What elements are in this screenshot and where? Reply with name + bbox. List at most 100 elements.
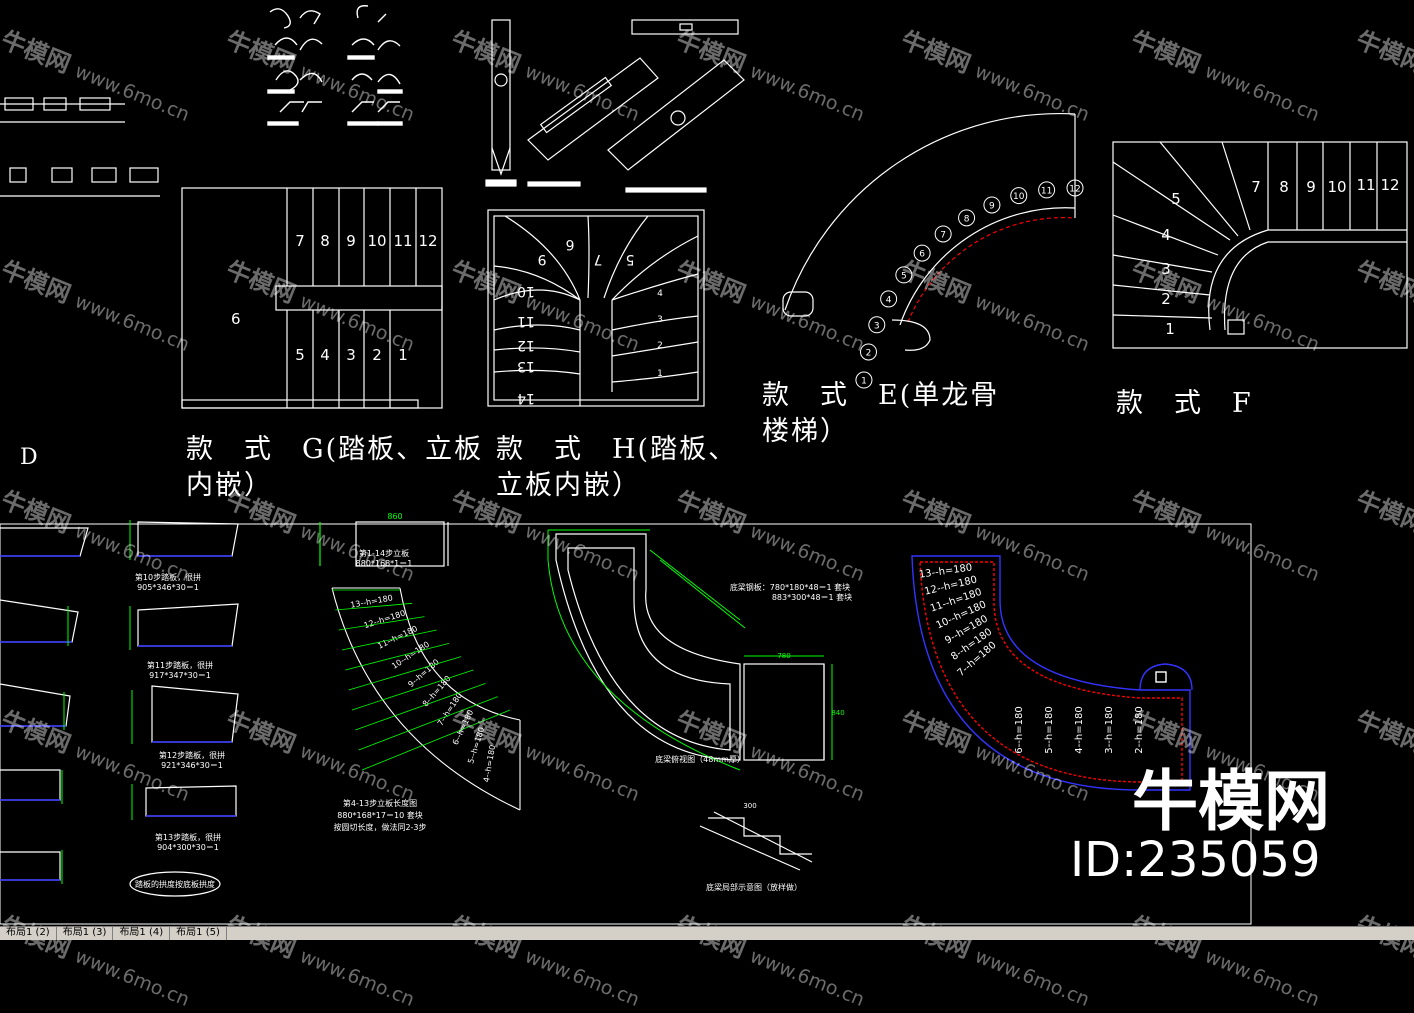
riser-fan-step-line (341, 629, 437, 651)
style-g-landing-label: 6 (231, 310, 241, 328)
stringer-section-label: 底梁局部示意图（放样做） (706, 882, 802, 892)
style-h-step-number: 12 (517, 337, 535, 353)
style-f-step-number: 12 (1380, 176, 1399, 194)
riser-detail (319, 521, 449, 567)
layout-tab[interactable]: 布局1 (4) (113, 927, 171, 940)
watermark-url: www.6mo.cn (971, 945, 1093, 1012)
riser-fan-step-line (335, 602, 413, 611)
style-g-step-number: 8 (320, 232, 330, 250)
style-f-step-number: 11 (1356, 176, 1375, 194)
style-h-step-number: 10 (517, 283, 535, 299)
style-e-step-bubble (913, 244, 931, 262)
dim-840: 840 (831, 709, 844, 717)
watermark-url: www.6mo.cn (746, 945, 868, 1012)
style-f-step-number: 1 (1165, 320, 1175, 338)
style-h-step-number: 1 (657, 369, 663, 379)
style-h-step-number: 7 (594, 251, 603, 267)
stringer-spec1: 底梁钢板：780*180*48＝1 套块 (730, 582, 850, 592)
style-e-step-number: 8 (964, 214, 970, 224)
layout-tab-bar: 布局1 (2)布局1 (3)布局1 (4)布局1 (5) (0, 926, 1414, 940)
style-e-step-number: 1 (861, 377, 867, 387)
riser-fan-step-line (338, 616, 425, 631)
riser-fan (331, 587, 521, 811)
style-e-step-bubble (880, 290, 898, 308)
style-h-step-number: 3 (657, 315, 663, 325)
layout-tab[interactable]: 布局1 (5) (170, 927, 227, 940)
layout-tab[interactable]: 布局1 (2) (0, 927, 57, 940)
style-e-step-number: 7 (940, 230, 946, 240)
tread11-dim: 917*347*30＝1 (149, 671, 211, 680)
stringer-plan-green (547, 529, 833, 771)
style-f-step-number: 10 (1327, 178, 1346, 196)
dim-300: 300 (743, 802, 756, 810)
riser-fan-step-label: 4--h=180 (482, 744, 497, 783)
style-e-step-bubble (983, 196, 1001, 214)
dim-860: 860 (387, 512, 402, 521)
color-stair-step-label: 2--h=180 (1134, 706, 1145, 753)
detail-frame (0, 523, 1252, 925)
color-stair-step-label: 3--h=180 (1104, 706, 1115, 753)
riser-fan-step-line (358, 696, 498, 751)
tread10-dim: 905*346*30＝1 (137, 583, 199, 592)
style-g-step-number: 10 (367, 232, 386, 250)
stringer-plan-label: 底梁俯视图（48mm厚） (655, 754, 745, 764)
baluster-panels (485, 19, 745, 193)
style-g-step-number: 11 (393, 232, 412, 250)
style-e-step-bubble (1038, 181, 1056, 199)
style-e-step-bubble (855, 371, 873, 389)
color-stair-step-label: 5--h=180 (1044, 706, 1055, 753)
color-stair-steps: 13--h=18012--h=18011--h=18010--h=1809--h… (918, 562, 1145, 753)
style-e-step-number: 2 (866, 348, 872, 358)
watermark-url: www.6mo.cn (71, 945, 193, 1012)
tread10-label: 第10步踏板，很拼 (135, 572, 201, 582)
riser-fan-step-label: 6--h=180 (451, 708, 475, 746)
caption-style-d: D (20, 445, 40, 470)
caption-style-g: 款 式 G(踏板、立板 内嵌） (186, 434, 484, 501)
caption-style-e: 款 式 E(单龙骨 楼梯） (762, 380, 1000, 447)
style-h-step-number: 9 (538, 251, 547, 267)
riser-fan-step-line (355, 682, 486, 731)
style-g-step-number: 3 (346, 346, 356, 364)
style-e-step-number: 6 (919, 250, 925, 260)
style-f-step-number: 2 (1161, 290, 1171, 308)
style-e-step-number: 9 (989, 201, 995, 211)
style-g-step-number: 4 (320, 346, 330, 364)
style-f-step-number: 3 (1161, 260, 1171, 278)
style-e-step-number: 4 (886, 295, 892, 305)
style-e-step-bubble (1066, 179, 1084, 197)
tread-detail-blue (0, 555, 236, 881)
riser-dim: 880*168*1＝1 (356, 559, 413, 568)
riser-fan-step-label: 12--h=180 (363, 609, 407, 631)
riser-plan-dim: 880*168*17＝10 套块 (337, 810, 422, 820)
riser-plan-label: 第4-13步立板长度图 (343, 798, 417, 808)
style-e-step-bubble (934, 225, 952, 243)
style-g-step-number: 12 (418, 232, 437, 250)
style-f-step-number: 5 (1171, 190, 1181, 208)
style-g-step-number: 9 (346, 232, 356, 250)
style-h-plan (487, 209, 705, 407)
layout-tab[interactable]: 布局1 (3) (56, 927, 114, 940)
tread-detail-green-dims (61, 520, 133, 884)
style-e-step-bubble (958, 209, 976, 227)
style-h-step-number: 4 (657, 289, 663, 299)
stringer-spec2: 883*300*48＝1 套块 (772, 592, 852, 602)
style-h-step-number: 11 (517, 313, 535, 329)
style-h-step-number: 5 (626, 251, 635, 267)
style-e-step-number: 5 (901, 271, 907, 281)
tread12-dim: 921*346*30＝1 (161, 761, 223, 770)
tread13-label: 第13步踏板，很拼 (155, 832, 221, 842)
style-e-step-number: 12 (1069, 185, 1080, 195)
style-g-step-number: 2 (372, 346, 382, 364)
style-e-step-number: 3 (874, 321, 880, 331)
tread11-label: 第11步踏板，很拼 (147, 660, 213, 670)
handrail-profiles (267, 5, 403, 126)
riser-fan-step-label: 5--h=180 (466, 726, 486, 765)
style-e-step-bubble (860, 343, 878, 361)
riser-fan-step-line (351, 669, 474, 711)
